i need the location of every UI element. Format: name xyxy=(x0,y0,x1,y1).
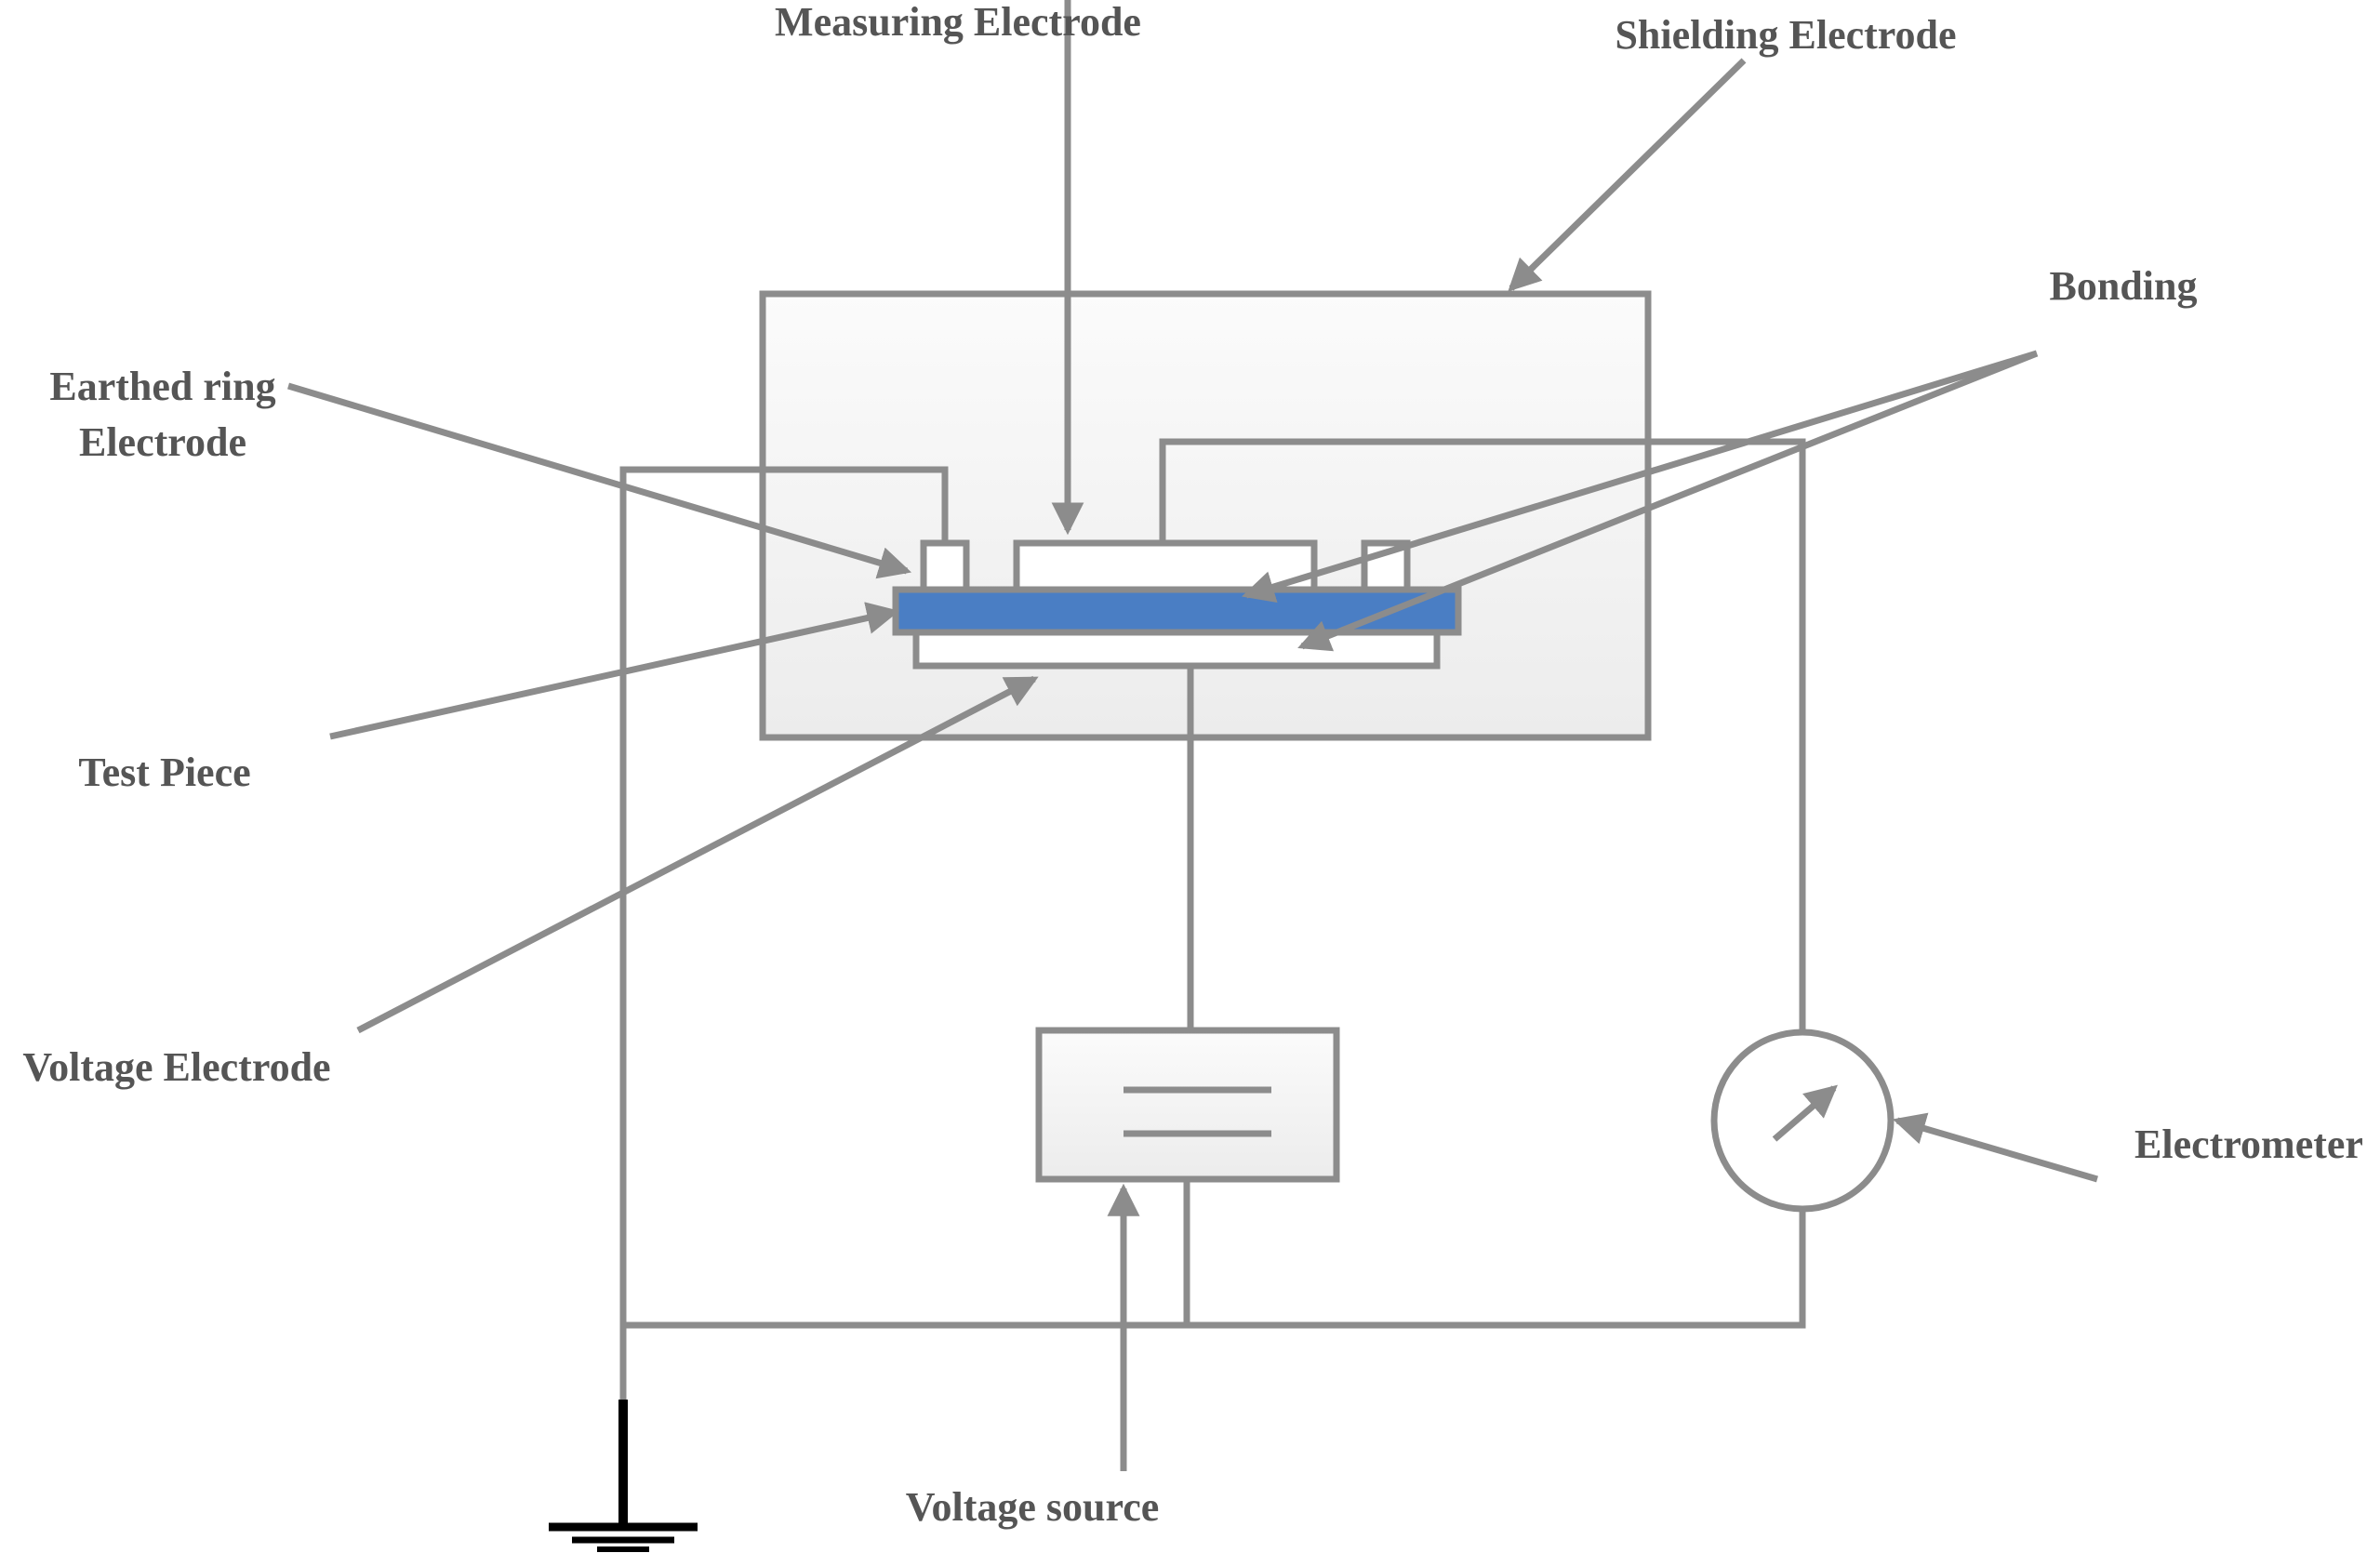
leader-bonding-lower xyxy=(1297,350,2039,652)
leader-earthed-ring xyxy=(286,382,912,579)
label-bonding: Bonding xyxy=(2050,263,2198,309)
label-electrometer: Electrometer xyxy=(2134,1122,2363,1167)
leader-shielding-electrode xyxy=(1508,58,1747,292)
label-earthed-ring-line2: Electrode xyxy=(79,419,246,465)
wire-ground-bus xyxy=(623,1209,1806,1329)
leader-voltage-electrode xyxy=(356,675,1039,1034)
label-test-piece: Test Piece xyxy=(78,750,250,795)
voltage-source xyxy=(1035,1027,1340,1183)
electrometer xyxy=(1710,1029,1895,1213)
test-piece xyxy=(892,586,1462,636)
label-earthed-ring-line1: Earthed ring xyxy=(49,364,275,409)
label-measuring-electrode: Measuring Electrode xyxy=(775,0,1141,45)
measuring-electrode xyxy=(1013,539,1318,593)
voltage-electrode xyxy=(912,629,1441,670)
ground-icon xyxy=(549,1400,698,1552)
label-voltage-source: Voltage source xyxy=(906,1484,1160,1530)
wire-measuring-electrode xyxy=(1159,438,1806,1032)
earthed-ring-pad-left xyxy=(920,539,970,593)
label-shielding-electrode: Shielding Electrode xyxy=(1615,12,1956,58)
leader-electrometer xyxy=(1892,1112,2098,1183)
label-voltage-electrode: Voltage Electrode xyxy=(22,1044,330,1090)
wire-earthed-ring xyxy=(619,466,949,1406)
leader-test-piece xyxy=(329,602,900,740)
leader-bonding-upper xyxy=(1241,350,2039,604)
